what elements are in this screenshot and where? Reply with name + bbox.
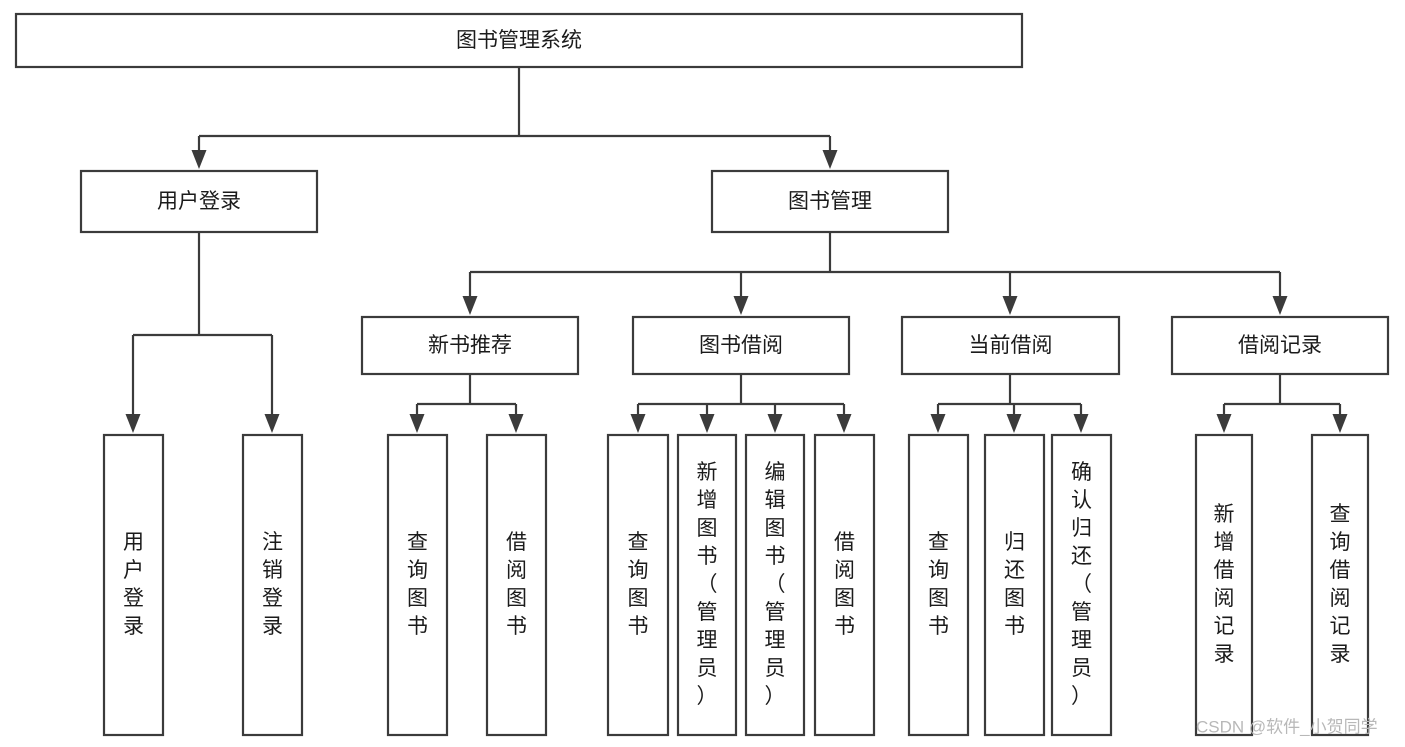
node-borrow-record[interactable]: 借阅记录 [1170,315,1390,376]
node-root-图书管理系统[interactable]: 图书管理系统 [14,12,1024,69]
node-leaf-return-book[interactable]: 归还图书 [983,433,1046,737]
node-label: 查询图书 [628,531,649,638]
node-label: 新书推荐 [428,334,512,357]
node-leaf-borrow-book-1[interactable]: 借阅图书 [485,433,548,737]
node-label: 查询图书 [928,531,949,638]
node-book-manage[interactable]: 图书管理 [710,169,950,234]
node-label: 查询借阅记录 [1330,503,1351,666]
connector-record-to-leaves [1216,374,1348,433]
node-label: 查询图书 [407,531,428,638]
watermark-layer: CSDN @软件_小贺同学 [1196,717,1378,736]
node-label: 注销登录 [262,531,283,638]
node-leaf-confirm-return[interactable]: 确认归还（管理员） [1050,433,1113,737]
connector-borrow-to-leaves [630,374,852,433]
node-new-book-recommend[interactable]: 新书推荐 [360,315,580,376]
connector-userlogin-to-leaves [125,232,280,433]
node-leaf-edit-book[interactable]: 编辑图书（管理员） [744,433,806,737]
node-current-borrow[interactable]: 当前借阅 [900,315,1121,376]
node-label: 新增图书（管理员） [697,461,718,708]
node-label: 借阅图书 [506,531,527,638]
node-leaf-query-record[interactable]: 查询借阅记录 [1310,433,1370,737]
node-label: 图书管理系统 [456,29,582,52]
node-layer: 图书管理系统用户登录图书管理新书推荐图书借阅当前借阅借阅记录用户登录注销登录查询… [14,12,1390,737]
node-leaf-query-book-3[interactable]: 查询图书 [907,433,970,737]
connector-current-to-leaves [930,374,1089,433]
node-book-borrow[interactable]: 图书借阅 [631,315,851,376]
node-label: 用户登录 [157,190,241,213]
connector-root-to-level2 [191,67,838,169]
node-label: 新增借阅记录 [1214,503,1235,666]
connector-bookmanage-to-level3 [462,232,1288,315]
node-leaf-user-login[interactable]: 用户登录 [102,433,165,737]
node-label: 编辑图书（管理员） [765,461,786,708]
node-leaf-query-book-2[interactable]: 查询图书 [606,433,670,737]
node-label: 图书借阅 [699,334,783,357]
node-label: 借阅图书 [834,531,855,638]
connector-recommend-to-leaves [409,374,524,433]
node-leaf-query-book-1[interactable]: 查询图书 [386,433,449,737]
node-leaf-add-book[interactable]: 新增图书（管理员） [676,433,738,737]
node-label: 归还图书 [1004,531,1025,638]
node-user-login[interactable]: 用户登录 [79,169,319,234]
csdn-watermark: CSDN @软件_小贺同学 [1196,717,1378,736]
node-label: 借阅记录 [1238,334,1322,357]
connector-layer [125,67,1348,433]
node-label: 当前借阅 [969,334,1053,357]
node-label: 确认归还（管理员） [1071,461,1092,708]
node-label: 用户登录 [123,531,144,638]
node-leaf-borrow-book-2[interactable]: 借阅图书 [813,433,876,737]
node-label: 图书管理 [788,190,872,213]
node-leaf-add-record[interactable]: 新增借阅记录 [1194,433,1254,737]
node-leaf-user-logout[interactable]: 注销登录 [241,433,304,737]
